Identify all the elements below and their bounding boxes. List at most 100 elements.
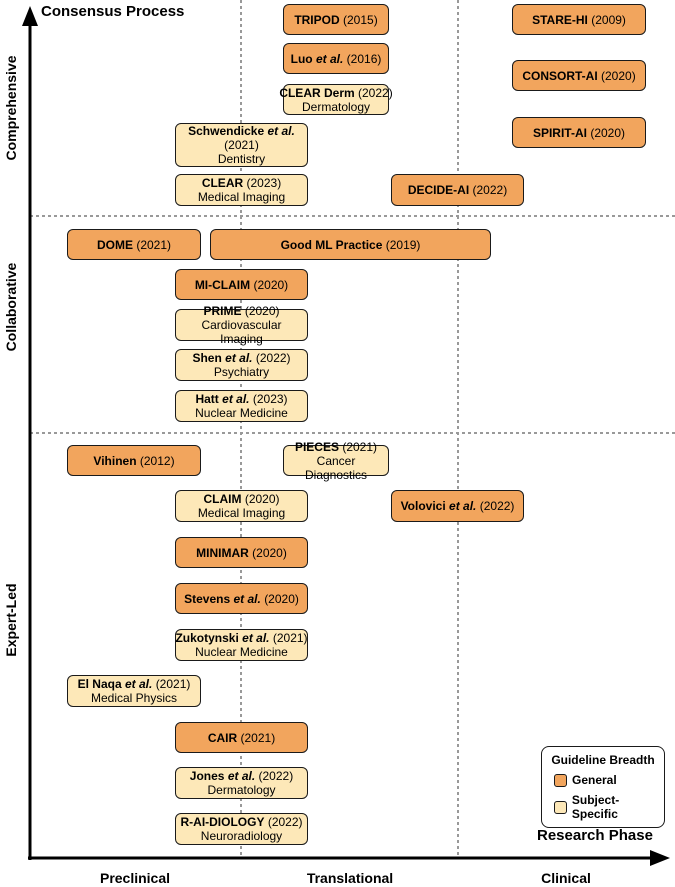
guideline-year: (2019) xyxy=(385,237,421,252)
guideline-box: CLEAR Derm (2022)Dermatology xyxy=(279,84,393,115)
guideline-year: (2021) xyxy=(272,631,308,645)
guideline-name: CLAIM xyxy=(203,492,242,506)
guideline-name: PIECES xyxy=(294,439,339,454)
legend-swatch-general xyxy=(554,773,567,787)
guideline-subject: Nuclear Medicine xyxy=(195,406,288,420)
y-axis-arrowhead xyxy=(22,6,38,26)
guideline-box: SPIRIT-AI (2020) xyxy=(512,117,646,148)
legend: Guideline Breadth General Subject-Specif… xyxy=(541,746,665,828)
guideline-title: CONSORT-AI (2020) xyxy=(522,69,635,83)
guideline-title: PRIME (2020) xyxy=(203,304,279,318)
guideline-year: (2021) xyxy=(155,677,191,691)
guideline-subject: Psychiatry xyxy=(213,365,270,379)
guideline-subject: Dentistry xyxy=(217,152,266,166)
guideline-name: Shen xyxy=(192,351,222,365)
guideline-name: STARE-HI xyxy=(532,12,588,27)
guideline-et-al: et al. xyxy=(449,499,477,513)
legend-title: Guideline Breadth xyxy=(551,753,655,767)
guideline-year: (2022) xyxy=(255,351,291,365)
guideline-title: MI-CLAIM (2020) xyxy=(195,278,288,292)
legend-item-general: General xyxy=(554,773,664,787)
guideline-year: (2022) xyxy=(358,85,393,100)
guideline-title: DOME (2021) xyxy=(97,238,171,252)
guideline-name: TRIPOD xyxy=(294,12,340,27)
guideline-title: Schwendicke et al. xyxy=(188,124,295,138)
guideline-box: Good ML Practice (2019) xyxy=(210,229,491,260)
guideline-box: MI-CLAIM (2020) xyxy=(175,269,308,300)
guideline-box: R-AI-DIOLOGY (2022)Neuroradiology xyxy=(175,813,308,845)
guideline-et-al: et al. xyxy=(124,677,153,691)
guideline-box: Stevens et al. (2020) xyxy=(175,583,308,614)
guideline-box: El Naqa et al. (2021)Medical Physics xyxy=(67,675,201,707)
guideline-title: PIECES (2021) xyxy=(295,440,377,454)
guideline-subject: Neuroradiology xyxy=(200,829,283,843)
guideline-box: Schwendicke et al.(2021)Dentistry xyxy=(175,123,308,167)
guideline-year: (2020) xyxy=(590,125,626,140)
y-level-collaborative: Collaborative xyxy=(3,262,19,352)
guideline-title: Jones et al. (2022) xyxy=(190,769,293,783)
guideline-box: Zukotynski et al. (2021)Nuclear Medicine xyxy=(175,629,308,661)
guideline-title: STARE-HI (2009) xyxy=(532,13,626,27)
guideline-year: (2022) xyxy=(258,769,294,783)
guideline-name: MI-CLAIM xyxy=(194,277,251,292)
guideline-year: (2021) xyxy=(240,730,276,745)
guideline-year: (2020) xyxy=(244,492,280,506)
guideline-name: Stevens xyxy=(184,591,231,606)
guideline-box: Vihinen (2012) xyxy=(67,445,201,476)
legend-label-general: General xyxy=(572,773,617,787)
guideline-subject: Nuclear Medicine xyxy=(195,645,288,659)
guideline-name: CLEAR Derm xyxy=(279,85,355,100)
guideline-box: STARE-HI (2009) xyxy=(512,4,646,35)
guideline-et-al: et al. xyxy=(233,591,261,606)
guideline-name: Jones xyxy=(189,769,225,783)
legend-item-subject-specific: Subject-Specific xyxy=(554,793,664,821)
guideline-year: (2021) xyxy=(224,138,259,152)
guideline-et-al: et al. xyxy=(227,769,256,783)
guideline-et-al: et al. xyxy=(225,351,253,365)
guideline-subject: Dermatology xyxy=(301,99,371,114)
guideline-box: PIECES (2021)Cancer Diagnostics xyxy=(283,440,389,482)
guideline-subject: Dermatology xyxy=(207,783,276,797)
guideline-title: SPIRIT-AI (2020) xyxy=(533,126,625,140)
guideline-title: Vihinen (2012) xyxy=(93,454,174,468)
guideline-year: (2020) xyxy=(244,304,280,318)
guideline-name: El Naqa xyxy=(77,677,122,691)
guideline-box: CAIR (2021) xyxy=(175,722,308,753)
guideline-year: (2020) xyxy=(252,545,287,560)
guideline-box: DECIDE-AI (2022) xyxy=(391,174,524,206)
guideline-box: CONSORT-AI (2020) xyxy=(512,60,646,91)
guideline-box: TRIPOD (2015) xyxy=(283,4,389,35)
x-axis-arrowhead xyxy=(650,850,670,866)
guideline-name: SPIRIT-AI xyxy=(532,125,587,140)
legend-label-subject-specific: Subject-Specific xyxy=(571,793,620,821)
guideline-box: CLEAR (2023)Medical Imaging xyxy=(175,174,308,206)
guideline-box: DOME (2021) xyxy=(67,229,201,260)
guideline-year: (2015) xyxy=(343,12,378,27)
guideline-name: Vihinen xyxy=(93,453,137,468)
guideline-year: (2021) xyxy=(342,439,378,454)
guideline-subject: Cardiovascular Imaging xyxy=(201,318,282,346)
guideline-title: MINIMAR (2020) xyxy=(196,546,287,560)
guideline-subject: Medical Imaging xyxy=(197,190,286,204)
guideline-year: (2020) xyxy=(601,68,636,83)
guideline-name: Schwendicke xyxy=(188,124,265,138)
guideline-year: (2012) xyxy=(139,453,175,468)
x-phase-translational: Translational xyxy=(306,870,394,886)
guideline-title: CAIR (2021) xyxy=(208,731,275,745)
guideline-year: (2020) xyxy=(253,277,289,292)
guideline-title: TRIPOD (2015) xyxy=(294,13,377,27)
guideline-name: Volovici xyxy=(400,499,446,513)
guideline-name: Hatt xyxy=(195,392,219,406)
guideline-name: DOME xyxy=(96,237,133,252)
guideline-year: (2009) xyxy=(591,12,626,27)
guideline-name: Luo xyxy=(290,51,313,66)
guideline-name: Good ML Practice xyxy=(280,237,383,252)
guideline-title: CLEAR (2023) xyxy=(202,176,281,190)
guideline-et-al: et al. xyxy=(315,51,344,66)
guideline-box: Shen et al. (2022)Psychiatry xyxy=(175,349,308,381)
guideline-year-line: (2021) xyxy=(224,138,259,152)
guideline-title: Good ML Practice (2019) xyxy=(281,238,421,252)
guideline-box: Hatt et al. (2023)Nuclear Medicine xyxy=(175,390,308,422)
